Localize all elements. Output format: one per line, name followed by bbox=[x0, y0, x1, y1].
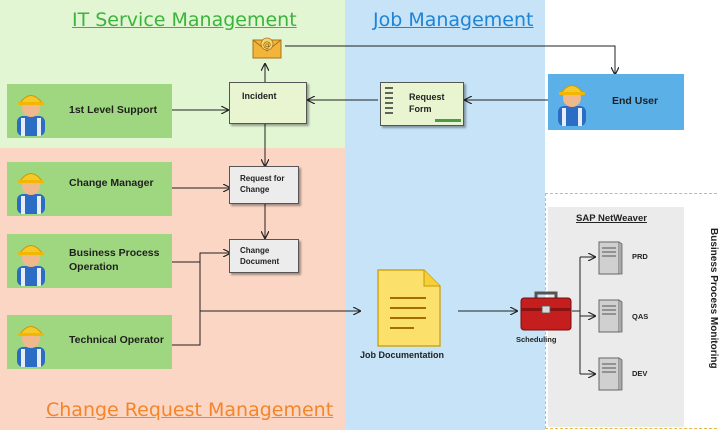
job-documentation-icon bbox=[377, 269, 441, 347]
job-region bbox=[345, 0, 545, 430]
actor-label: Business Process Operation bbox=[69, 247, 160, 273]
worker-icon bbox=[17, 95, 45, 136]
worker-icon bbox=[17, 173, 45, 214]
server-icon bbox=[598, 357, 623, 391]
itsm-title: IT Service Management bbox=[72, 9, 297, 31]
server-icon bbox=[598, 241, 623, 275]
actor-label: Technical Operator bbox=[69, 334, 164, 346]
worker-icon bbox=[17, 245, 45, 286]
actor-technical-operator: Technical Operator bbox=[7, 315, 172, 369]
line-techop-merge bbox=[172, 262, 201, 346]
change-document-label: Change Document bbox=[240, 246, 280, 266]
incident-note: Incident bbox=[229, 82, 307, 124]
actor-label: 1st Level Support bbox=[69, 104, 158, 116]
request-form-label: Request Form bbox=[409, 92, 445, 114]
worker-icon bbox=[17, 326, 45, 367]
actor-business-process-operation: Business Process Operation bbox=[7, 234, 172, 288]
request-form-note: Request Form bbox=[380, 82, 464, 126]
crm-title: Change Request Management bbox=[46, 399, 334, 421]
server-qas-label: QAS bbox=[632, 312, 649, 321]
rfc-label: Request for Change bbox=[240, 174, 285, 194]
svg-text:@: @ bbox=[263, 40, 271, 49]
actor-label: Change Manager bbox=[69, 177, 154, 189]
server-icon bbox=[598, 299, 623, 333]
sap-netweaver-title: SAP NetWeaver bbox=[576, 213, 647, 224]
incident-label: Incident bbox=[242, 91, 277, 101]
form-field-bar bbox=[435, 119, 461, 122]
form-lines-icon bbox=[385, 87, 393, 114]
server-dev-label: DEV bbox=[632, 369, 648, 378]
change-document-note: Change Document bbox=[229, 239, 299, 273]
job-title: Job Management bbox=[373, 9, 534, 31]
job-documentation-label: Job Documentation bbox=[360, 350, 445, 360]
rfc-note: Request for Change bbox=[229, 166, 299, 204]
server-prd-label: PRD bbox=[632, 252, 648, 261]
actor-first-level-support: 1st Level Support bbox=[7, 84, 172, 138]
line-bpo-to-changedoc bbox=[172, 253, 230, 263]
email-icon: @ bbox=[252, 37, 282, 59]
arrow-email-to-enduser bbox=[285, 45, 615, 74]
actor-label: End User bbox=[612, 95, 659, 107]
actor-end-user: End User bbox=[548, 74, 684, 130]
actor-change-manager: Change Manager bbox=[7, 162, 172, 216]
scheduling-label: Scheduling bbox=[516, 335, 557, 344]
toolbox-icon bbox=[520, 291, 572, 331]
bpm-title: Business Process Monitoring bbox=[708, 228, 719, 369]
worker-icon bbox=[558, 85, 586, 126]
